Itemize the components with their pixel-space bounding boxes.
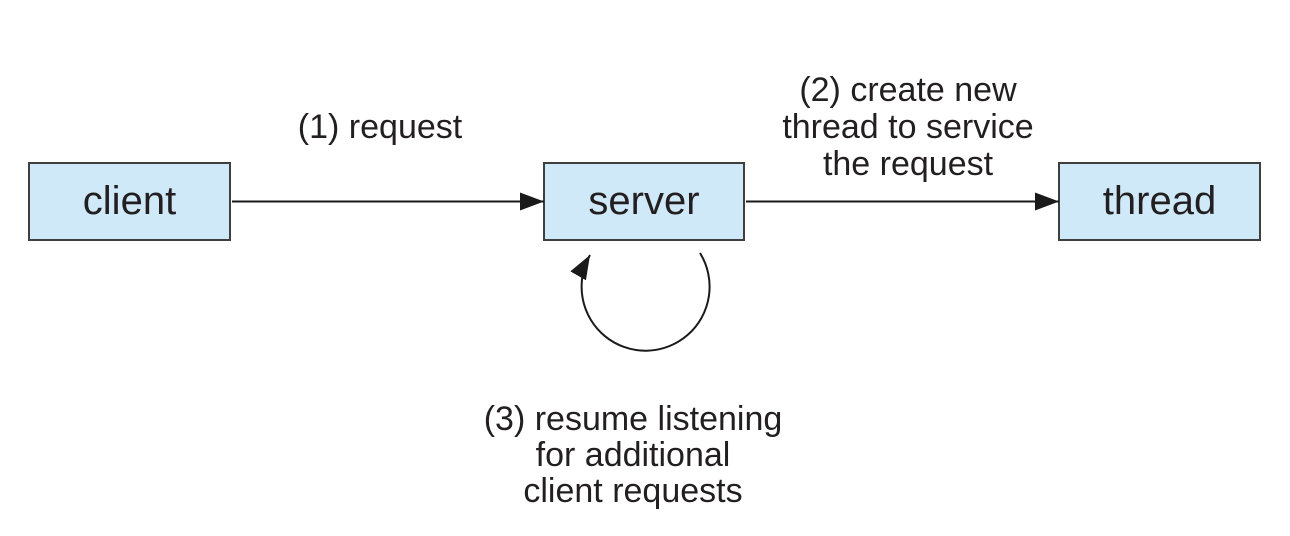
client-box: [28, 162, 231, 241]
thread-box: [1058, 162, 1261, 241]
server-box: [543, 162, 745, 241]
step3-line2: for additional: [536, 436, 731, 474]
annotation-step3: (3) resume listening for additional clie…: [484, 400, 783, 510]
step2-line1: (2) create new: [799, 71, 1017, 109]
step2-line2: thread to service: [782, 108, 1033, 146]
client-label: client: [83, 179, 176, 223]
annotation-step2: (2) create new thread to service the req…: [782, 71, 1033, 183]
loop-arrow-resume-listening: [570, 252, 711, 352]
step3-line3: client requests: [523, 472, 742, 510]
node-client: client: [28, 162, 231, 241]
annotation-step1: (1) request: [298, 108, 463, 146]
node-server: server: [543, 162, 745, 241]
step3-line1: (3) resume listening: [484, 400, 783, 438]
step1-line1: (1) request: [298, 108, 463, 146]
server-label: server: [588, 179, 699, 223]
thread-label: thread: [1103, 179, 1216, 223]
node-thread: thread: [1058, 162, 1261, 241]
step2-line3: the request: [823, 145, 994, 183]
